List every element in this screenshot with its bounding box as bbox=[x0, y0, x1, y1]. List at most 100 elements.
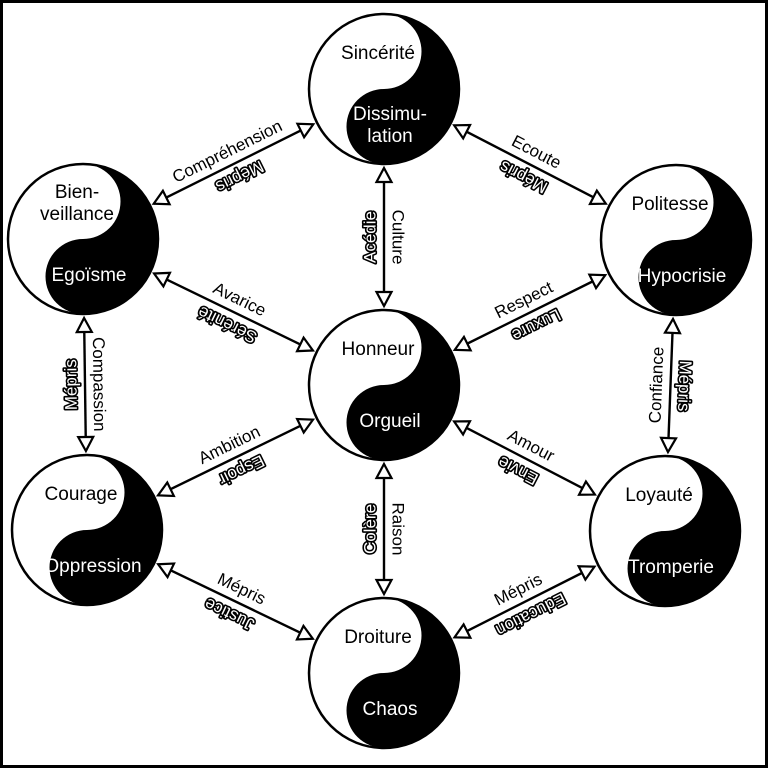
virtue-label: Honneur bbox=[342, 339, 416, 360]
node-outline bbox=[307, 596, 461, 750]
virtue-label: Politesse bbox=[631, 194, 708, 215]
hollow-arrowhead bbox=[295, 623, 315, 641]
vice-label-line: Dissimu- bbox=[353, 104, 427, 125]
link-line bbox=[453, 565, 596, 639]
yin-yang-dark-half bbox=[49, 455, 162, 605]
virtue-label-line: Honneur bbox=[342, 339, 416, 360]
virtue-label-line: Bien- bbox=[55, 182, 99, 203]
link-virtue-label: Culture bbox=[389, 210, 408, 265]
hollow-arrowhead bbox=[295, 335, 316, 353]
vice-label-line: Orgueil bbox=[359, 411, 420, 432]
hollow-arrowhead bbox=[577, 479, 597, 496]
link-line bbox=[666, 318, 675, 453]
hollow-arrowhead bbox=[452, 420, 472, 437]
virtue-label: Loyauté bbox=[625, 485, 693, 506]
vice-label-line: Tromperie bbox=[628, 557, 714, 578]
node-outline bbox=[307, 308, 461, 462]
yin-yang-dark-half bbox=[45, 164, 158, 315]
vice-label: Dissimu-lation bbox=[353, 104, 427, 147]
virtue-label: Sincérité bbox=[341, 43, 415, 64]
vice-label-line: lation bbox=[367, 126, 412, 147]
virtue-label-line: Politesse bbox=[631, 194, 708, 215]
vice-label: Chaos bbox=[363, 699, 418, 720]
link-virtue-label: Confiance bbox=[646, 346, 668, 423]
vice-label: Oppression bbox=[44, 556, 141, 577]
hollow-arrowhead bbox=[588, 188, 608, 206]
vice-label: Hypocrisie bbox=[638, 266, 727, 287]
link-line bbox=[157, 563, 314, 640]
node-outline bbox=[6, 162, 160, 316]
hollow-arrowhead bbox=[374, 290, 394, 309]
link-line bbox=[153, 272, 314, 352]
hollow-arrowhead bbox=[452, 622, 473, 639]
vice-label: Egoïsme bbox=[52, 265, 127, 286]
hollow-arrowhead bbox=[452, 334, 473, 352]
link-line bbox=[453, 420, 596, 496]
link-vice-label: Mépris bbox=[674, 360, 695, 412]
yin-yang-dark-half bbox=[346, 598, 459, 748]
hollow-arrowhead bbox=[659, 436, 678, 455]
yin-yang-dark-half bbox=[638, 165, 751, 316]
hollow-arrowhead bbox=[295, 122, 316, 140]
link-center-bottom: Raison Colère bbox=[359, 461, 408, 597]
hollow-arrowhead bbox=[151, 271, 172, 289]
link-vice-label: Mépris bbox=[61, 359, 81, 410]
node-outline bbox=[307, 12, 461, 166]
yin-yang-dark-half bbox=[346, 14, 459, 164]
hollow-arrowhead bbox=[155, 480, 176, 498]
yin-yang-dark-half bbox=[627, 456, 740, 606]
hollow-arrowhead bbox=[587, 273, 608, 291]
link-virtue-label: Compassion bbox=[89, 337, 109, 432]
virtue-label: Bien-veillance bbox=[40, 182, 114, 225]
vice-label-line: Oppression bbox=[44, 556, 141, 577]
node-outline bbox=[599, 163, 753, 317]
virtue-label-line: Droiture bbox=[344, 627, 412, 648]
hollow-arrowhead bbox=[374, 578, 394, 597]
hollow-arrowhead bbox=[295, 417, 316, 435]
hollow-arrowhead bbox=[151, 188, 172, 206]
hollow-arrowhead bbox=[374, 165, 394, 184]
vice-label-line: Hypocrisie bbox=[638, 266, 727, 287]
virtue-label: Droiture bbox=[344, 627, 412, 648]
yin-yang-dark-half bbox=[346, 310, 459, 460]
link-upper-left-lower-left: Compassion Mépris bbox=[60, 315, 109, 454]
node-outline bbox=[588, 454, 742, 608]
node-outline bbox=[10, 453, 164, 607]
vice-label: Tromperie bbox=[628, 557, 714, 578]
link-line bbox=[82, 317, 88, 452]
link-line bbox=[153, 123, 314, 205]
virtue-label-line: Loyauté bbox=[625, 485, 693, 506]
link-vice-label: Acédie bbox=[361, 211, 380, 263]
hollow-arrowhead bbox=[156, 562, 176, 580]
virtue-label-line: Sincérité bbox=[341, 43, 415, 64]
link-line bbox=[453, 124, 607, 205]
hollow-arrowhead bbox=[76, 435, 96, 454]
hollow-arrowhead bbox=[663, 316, 682, 335]
link-line bbox=[157, 418, 314, 497]
link-vice-label: Colère bbox=[361, 504, 380, 554]
link-virtue-label: Raison bbox=[389, 503, 408, 556]
hollow-arrowhead bbox=[74, 315, 94, 334]
virtue-label-line: Courage bbox=[45, 484, 118, 505]
link-top-center: Culture Acédie bbox=[359, 165, 408, 309]
link-line bbox=[454, 274, 606, 351]
hollow-arrowhead bbox=[576, 565, 597, 582]
virtue-label-line: veillance bbox=[40, 204, 114, 225]
virtue-label: Courage bbox=[45, 484, 118, 505]
hollow-arrowhead bbox=[374, 461, 394, 480]
vice-label-line: Chaos bbox=[363, 699, 418, 720]
links-layer: CompréhensionMéprisEcouteMéprisCultureAc… bbox=[60, 116, 697, 641]
hollow-arrowhead bbox=[452, 123, 472, 141]
link-upper-right-lower-right: Confiance Mépris bbox=[646, 316, 697, 455]
nodes-layer: SincéritéDissimu-lationBien-veillanceEgo… bbox=[6, 12, 753, 750]
vice-label-line: Egoïsme bbox=[52, 265, 127, 286]
vice-label: Orgueil bbox=[359, 411, 420, 432]
